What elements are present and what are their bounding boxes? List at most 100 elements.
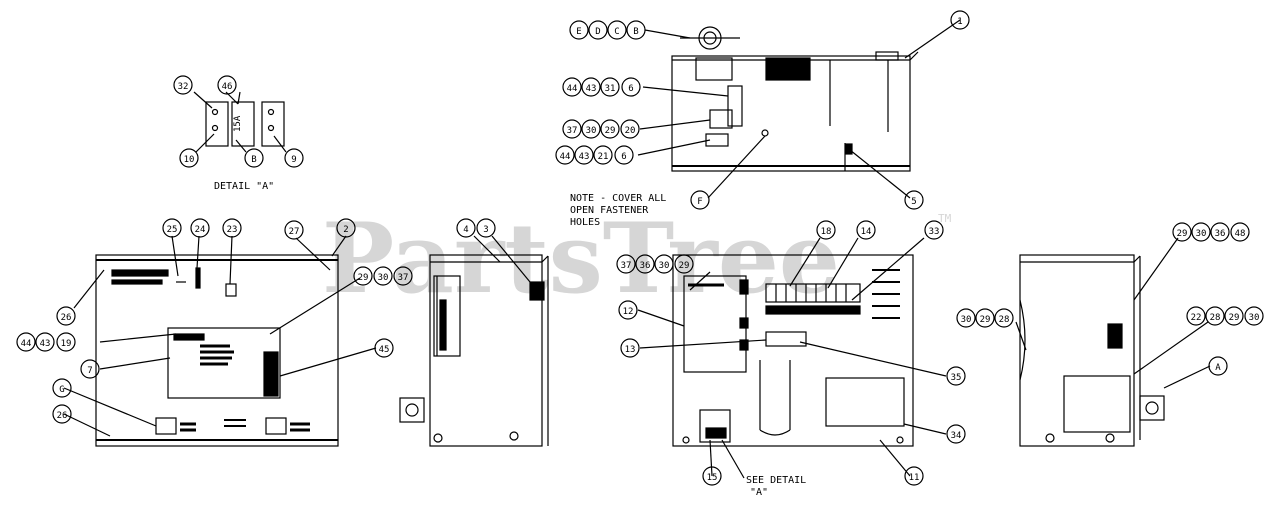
callout-6a: 6 (628, 84, 633, 94)
warning-decal-1 (155, 417, 177, 435)
callout-f: F (697, 197, 702, 207)
callout-30: 30 (586, 126, 597, 136)
callout-b: B (251, 155, 256, 165)
callout-35: 35 (951, 373, 962, 383)
callout-43b: 43 (579, 152, 590, 162)
fuse-holder-right (261, 101, 285, 147)
callout-e: E (576, 27, 581, 37)
callout-18: 18 (821, 227, 832, 237)
fuse-label: 15A (233, 115, 243, 132)
callout-23: 23 (227, 225, 238, 235)
callout-37-panel: 37 (621, 261, 632, 271)
detail-a-callouts: 32 46 10 B 9 (173, 75, 304, 168)
callout-c: C (614, 27, 619, 37)
note: NOTE - COVER ALL OPEN FASTENER HOLES (570, 193, 666, 228)
note-line-3: HOLES (570, 217, 600, 228)
callout-26b: 26 (57, 411, 68, 421)
callout-14: 14 (861, 227, 872, 237)
right-view-callouts: 29 30 36 48 30 29 28 22 28 29 30 A (956, 222, 1264, 376)
fuse-holder-left (205, 101, 229, 147)
callout-12: 12 (623, 307, 634, 317)
callout-19: 19 (61, 339, 72, 349)
callout-29-panel: 29 (679, 261, 690, 271)
callout-1: 1 (957, 17, 962, 27)
fuse-holder-mid (231, 101, 255, 147)
front-view (63, 235, 377, 447)
callout-46: 46 (222, 82, 233, 92)
callout-29-right: 29 (1177, 229, 1188, 239)
callout-6b: 6 (621, 152, 626, 162)
callout-d: D (595, 27, 600, 37)
callout-5: 5 (911, 197, 916, 207)
callout-28b: 28 (1210, 313, 1221, 323)
callout-29: 29 (605, 126, 616, 136)
callout-37: 37 (398, 273, 409, 283)
panel-view (637, 237, 947, 479)
panel-view-housing (672, 254, 914, 447)
callout-33: 33 (929, 227, 940, 237)
callout-27: 27 (289, 227, 300, 237)
callout-2: 2 (343, 225, 348, 235)
callout-a: A (1215, 363, 1221, 373)
callout-29b: 29 (980, 315, 991, 325)
top-view-housing (671, 55, 911, 172)
watermark-tm: TM (938, 212, 952, 225)
callout-44: 44 (21, 339, 32, 349)
note-line-2: OPEN FASTENER (570, 205, 649, 216)
watermark: PartsTree (322, 202, 840, 315)
callout-25: 25 (167, 225, 178, 235)
callout-44b: 44 (560, 152, 571, 162)
callout-g: G (59, 385, 64, 395)
top-view-callouts: E D C B 1 44 43 31 6 37 30 29 20 44 43 2… (555, 10, 970, 210)
side-view (399, 235, 549, 447)
transformer (825, 377, 905, 427)
callout-24: 24 (195, 225, 206, 235)
callout-29: 29 (358, 273, 369, 283)
side-view-callouts: 4 3 (456, 218, 496, 238)
detail-a-title: DETAIL "A" (214, 181, 274, 192)
panel-view-callouts: 37 36 30 29 18 14 33 12 13 35 34 11 15 S… (616, 220, 966, 498)
callout-7: 7 (87, 366, 92, 376)
callout-30-panel: 30 (659, 261, 670, 271)
callout-45: 45 (379, 345, 390, 355)
callout-26a: 26 (61, 313, 72, 323)
callout-b-top: B (633, 27, 638, 37)
callout-43: 43 (40, 339, 51, 349)
right-view-housing (1019, 254, 1135, 447)
side-view-housing (429, 254, 543, 447)
callout-32: 32 (178, 82, 189, 92)
top-view (637, 19, 961, 199)
callout-3: 3 (483, 225, 488, 235)
relay (765, 331, 807, 347)
front-view-callouts: 25 24 23 27 2 26 29 30 37 44 43 19 7 45 … (16, 218, 413, 424)
right-view (1015, 237, 1211, 447)
callout-4: 4 (463, 225, 468, 235)
see-detail-ref: "A" (750, 487, 768, 498)
callout-9: 9 (291, 155, 296, 165)
callout-30-right: 30 (1196, 229, 1207, 239)
right-transformer (1063, 375, 1131, 433)
callout-13: 13 (625, 345, 636, 355)
callout-43a: 43 (586, 84, 597, 94)
callout-22: 22 (1191, 313, 1202, 323)
front-view-housing (95, 254, 339, 447)
callout-21: 21 (598, 152, 609, 162)
callout-15: 15 (707, 473, 718, 483)
callout-30c: 30 (1249, 313, 1260, 323)
wiring-label (167, 327, 281, 399)
callout-48: 48 (1235, 229, 1246, 239)
callout-30: 30 (378, 273, 389, 283)
callout-36-right: 36 (1215, 229, 1226, 239)
callout-29c: 29 (1229, 313, 1240, 323)
callout-30b: 30 (961, 315, 972, 325)
see-detail-label: SEE DETAIL (746, 475, 806, 486)
callout-20: 20 (625, 126, 636, 136)
note-line-1: NOTE - COVER ALL (570, 193, 666, 204)
callout-36: 36 (640, 261, 651, 271)
detail-a: 15A DETAIL "A" (193, 91, 287, 192)
callout-31: 31 (605, 84, 616, 94)
callout-28: 28 (999, 315, 1010, 325)
warning-decal-2 (265, 417, 287, 435)
